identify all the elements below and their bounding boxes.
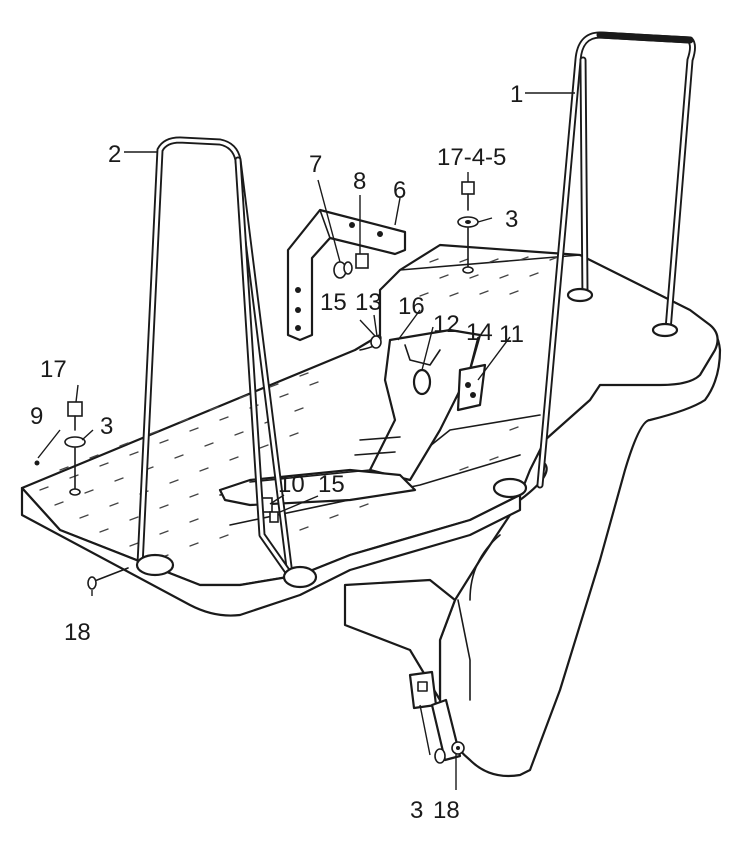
- callout-1: 1: [510, 81, 523, 108]
- bolt-13: [370, 335, 382, 349]
- callout-11: 11: [499, 321, 524, 348]
- washer-3-left: [64, 436, 86, 496]
- callout-3-left: 3: [100, 413, 113, 440]
- callout-13: 13: [355, 289, 382, 316]
- callout-10: 10: [278, 471, 305, 498]
- bolt-17: [67, 401, 83, 431]
- callout-18-left: 18: [64, 619, 91, 646]
- bolt-10: [261, 497, 279, 523]
- part-9: [34, 460, 40, 466]
- callout-17: 17: [40, 356, 67, 383]
- bolt-18-left: [87, 567, 129, 590]
- callout-7: 7: [309, 151, 322, 178]
- callout-2: 2: [108, 141, 121, 168]
- callout-9: 9: [30, 403, 43, 430]
- handrail-2: [135, 136, 318, 589]
- callout-16: 16: [398, 293, 425, 320]
- callout-labels: 1 2 17-4-5 3 7 8 6 15 13 16 12 14 11 17 …: [30, 81, 524, 824]
- callout-15-lower: 15: [318, 471, 345, 498]
- bracket-6: [286, 208, 407, 342]
- callout-3-bottom: 3: [410, 797, 423, 824]
- leader-lines: [37, 92, 575, 790]
- callout-6: 6: [393, 177, 406, 204]
- bolt-8: [355, 253, 369, 269]
- callout-17-4-5: 17-4-5: [437, 144, 506, 171]
- callout-8: 8: [353, 168, 366, 195]
- fender-support: [343, 306, 722, 778]
- callout-18-bottom: 18: [433, 797, 460, 824]
- callout-15-upper: 15: [320, 289, 347, 316]
- seat-assembly: [218, 328, 487, 507]
- washer-7: [333, 261, 353, 279]
- callout-3-top: 3: [505, 206, 518, 233]
- bolt-17-4-5: [457, 181, 479, 274]
- callout-12: 12: [433, 311, 460, 338]
- callout-14: 14: [466, 319, 493, 346]
- handrail-1: [492, 31, 696, 499]
- lower-bolt-18: [451, 741, 465, 755]
- lower-washer-3: [434, 748, 446, 764]
